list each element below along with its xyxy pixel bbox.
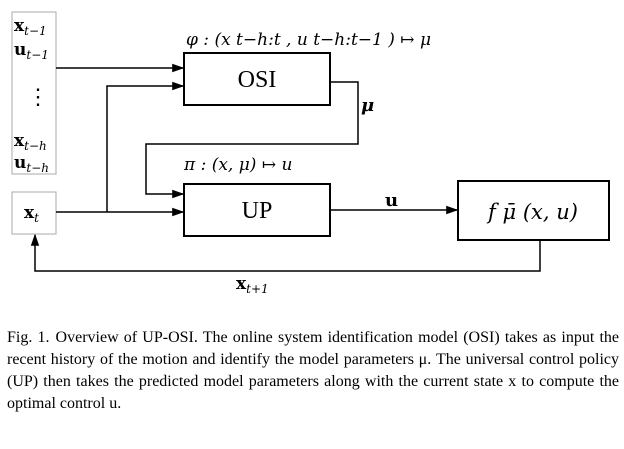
history-u-t-minus-1: ut−1 <box>14 40 49 62</box>
dynamics-box <box>457 180 610 241</box>
osi-box <box>183 52 331 106</box>
up-box-label: UP <box>242 198 273 224</box>
history-x-t-minus-h: xt−h <box>14 131 47 153</box>
caption-fig-label: Fig. 1. <box>7 329 50 346</box>
dynamics-label: f μ̄ (x, u) <box>486 200 578 224</box>
history-x-t-minus-1: xt−1 <box>14 16 47 38</box>
arrow-osi-to-up <box>145 81 359 199</box>
osi-mapping-label: φ : (x t−h:t , u t−h:t−1 ) ↦ μ <box>186 30 431 50</box>
history-ellipsis: ⋮ <box>27 85 49 110</box>
up-osi-diagram: xt−1 ut−1 ⋮ xt−h ut−h xt φ : (x t−h:t , … <box>11 11 610 296</box>
osi-output-mu-label: μ <box>361 95 374 116</box>
up-mapping-label: π : (x, μ) ↦ u <box>183 155 292 175</box>
current-state-label: xt <box>24 203 39 225</box>
caption-text: Overview of UP-OSI. The online system id… <box>7 329 620 412</box>
arrow-state-to-osi <box>106 81 185 212</box>
feedback-label: xt+1 <box>236 274 269 296</box>
arrow-feedback <box>30 233 541 272</box>
history-box <box>11 11 57 175</box>
figure-caption: Fig. 1.Overview of UP-OSI. The online sy… <box>7 327 619 415</box>
history-u-t-minus-h: ut−h <box>14 153 49 175</box>
osi-box-label: OSI <box>238 67 277 93</box>
up-output-u-label: u <box>385 190 398 211</box>
